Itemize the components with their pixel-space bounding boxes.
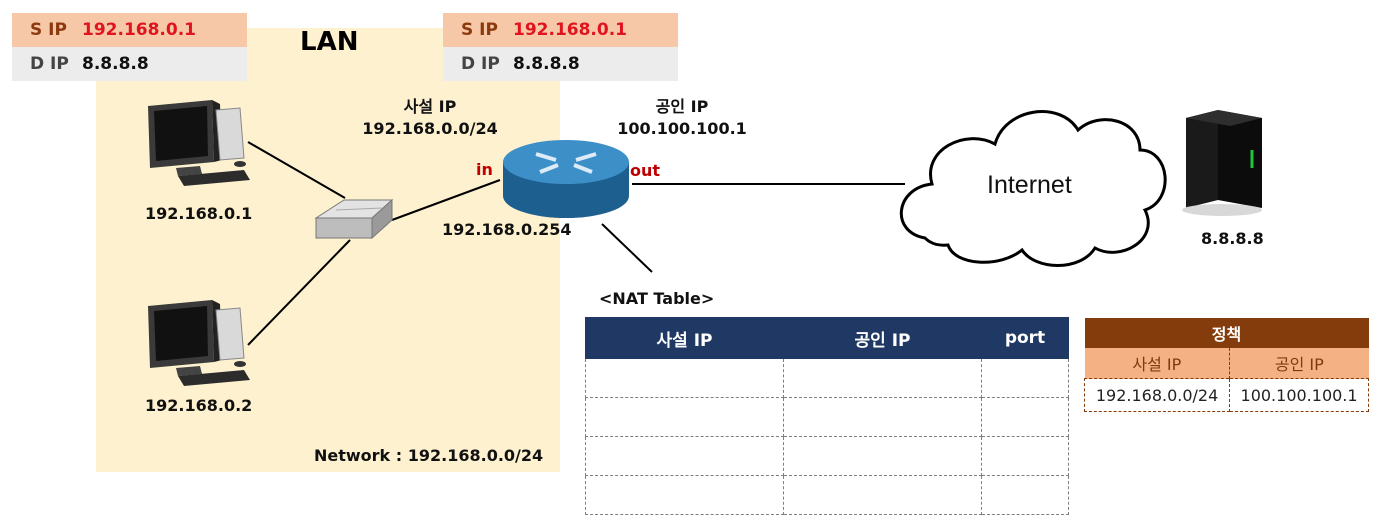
table-cell (783, 397, 982, 437)
table-cell (783, 358, 982, 398)
policy-public-ip-value: 100.100.100.1 (1229, 378, 1369, 412)
table-row (585, 358, 1069, 398)
table-cell (981, 397, 1069, 437)
table-cell (585, 397, 784, 437)
packet-before-nat: S IP 192.168.0.1 D IP 8.8.8.8 (12, 13, 247, 81)
cable-pc1-switch (247, 141, 346, 199)
source-ip-label: S IP (461, 20, 498, 40)
policy-private-ip-value: 192.168.0.0/24 (1083, 378, 1231, 412)
table-cell (981, 436, 1069, 476)
router-icon (503, 140, 629, 218)
nat-header-public-ip: 공인 IP (783, 317, 982, 359)
nat-table: 사설 IP 공인 IP port (585, 317, 1069, 515)
internet-cloud-icon (899, 110, 1167, 267)
table-row: 192.168.0.0/24 100.100.100.1 (1083, 378, 1369, 412)
source-ip-label: S IP (30, 20, 67, 40)
table-row (585, 397, 1069, 437)
table-row (585, 436, 1069, 476)
table-cell (981, 475, 1069, 515)
policy-title: 정책 (1084, 318, 1369, 348)
table-cell (783, 475, 982, 515)
server-icon (1182, 110, 1262, 216)
dest-ip-label: D IP (461, 54, 500, 74)
source-ip-row: S IP 192.168.0.1 (12, 13, 247, 47)
cable-pc2-switch (247, 239, 351, 346)
router-in-label: in (476, 160, 493, 179)
table-cell (585, 358, 784, 398)
table-cell (585, 436, 784, 476)
table-cell (783, 436, 982, 476)
policy-header-private-ip: 사설 IP (1084, 348, 1231, 379)
pc1-ip: 192.168.0.1 (145, 204, 253, 223)
private-ip-info: 사설 IP 192.168.0.0/24 (340, 96, 520, 140)
lan-area (96, 28, 560, 472)
policy-header-public-ip: 공인 IP (1229, 348, 1369, 379)
nat-pointer-line (601, 223, 653, 273)
pc1-icon (148, 100, 250, 186)
pc2-icon (148, 300, 250, 386)
router-ip: 192.168.0.254 (442, 220, 572, 239)
dest-ip-row: D IP 8.8.8.8 (443, 47, 678, 81)
table-row (585, 475, 1069, 515)
policy-table: 정책 사설 IP 공인 IP 192.168.0.0/24 100.100.10… (1083, 318, 1369, 412)
dest-ip-row: D IP 8.8.8.8 (12, 47, 247, 81)
source-ip-value: 192.168.0.1 (513, 20, 628, 40)
dest-ip-value: 8.8.8.8 (82, 54, 149, 74)
lan-title: LAN (300, 27, 359, 57)
server-ip: 8.8.8.8 (1201, 229, 1264, 248)
dest-ip-label: D IP (30, 54, 69, 74)
packet-after-nat: S IP 192.168.0.1 D IP 8.8.8.8 (443, 13, 678, 81)
table-cell (585, 475, 784, 515)
nat-header-private-ip: 사설 IP (585, 317, 784, 359)
network-label: Network : 192.168.0.0/24 (314, 446, 544, 465)
public-ip-label: 공인 IP (655, 97, 709, 116)
pc2-ip: 192.168.0.2 (145, 396, 253, 415)
public-ip-value: 100.100.100.1 (617, 119, 747, 138)
public-ip-info: 공인 IP 100.100.100.1 (596, 96, 768, 140)
cable-switch-router (391, 179, 501, 221)
table-cell (981, 358, 1069, 398)
internet-label: Internet (987, 171, 1072, 199)
router-out-label: out (630, 161, 661, 180)
nat-table-header: 사설 IP 공인 IP port (585, 317, 1069, 359)
nat-table-title: <NAT Table> (599, 289, 715, 308)
nat-header-port: port (981, 317, 1069, 359)
private-ip-value: 192.168.0.0/24 (362, 119, 498, 138)
private-ip-label: 사설 IP (403, 97, 457, 116)
source-ip-value: 192.168.0.1 (82, 20, 197, 40)
source-ip-row: S IP 192.168.0.1 (443, 13, 678, 47)
switch-icon (314, 198, 394, 240)
dest-ip-value: 8.8.8.8 (513, 54, 580, 74)
